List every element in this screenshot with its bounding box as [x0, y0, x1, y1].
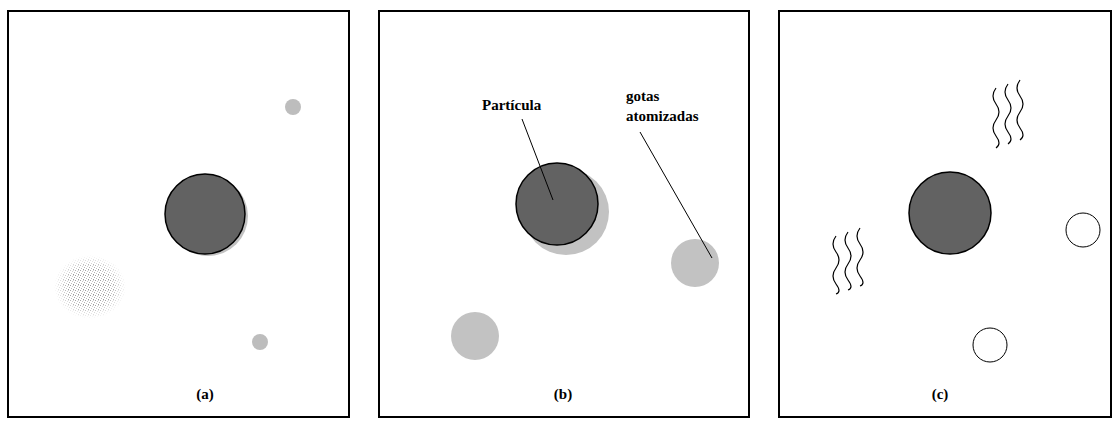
panel-label: (c)	[932, 386, 949, 403]
droplet	[252, 334, 268, 350]
particle	[516, 163, 598, 245]
callout-label: Partícula	[482, 95, 541, 115]
droplet	[671, 239, 719, 287]
panel-label: (b)	[554, 386, 572, 403]
vapour-line	[845, 232, 851, 290]
particle	[909, 172, 991, 254]
vapour-line	[1017, 80, 1023, 140]
panel-label: (a)	[196, 386, 214, 403]
leader-line	[640, 132, 712, 258]
panel-frame: (a)	[7, 10, 350, 418]
dried-droplet	[1066, 213, 1100, 247]
vapour-lines	[833, 80, 1023, 294]
panel-frame: (c)	[778, 10, 1112, 418]
vapour-line	[1005, 84, 1011, 144]
callout-label: gotas atomizadas	[626, 86, 710, 127]
dried-droplet	[973, 328, 1007, 362]
panel-frame: (b)	[378, 10, 750, 418]
spray-cloud	[54, 255, 126, 319]
droplet	[285, 99, 301, 115]
leader-line	[522, 119, 553, 200]
droplet	[451, 312, 499, 360]
vapour-line	[833, 236, 839, 294]
vapour-line	[857, 228, 863, 286]
vapour-line	[993, 88, 999, 148]
particle	[165, 174, 245, 254]
